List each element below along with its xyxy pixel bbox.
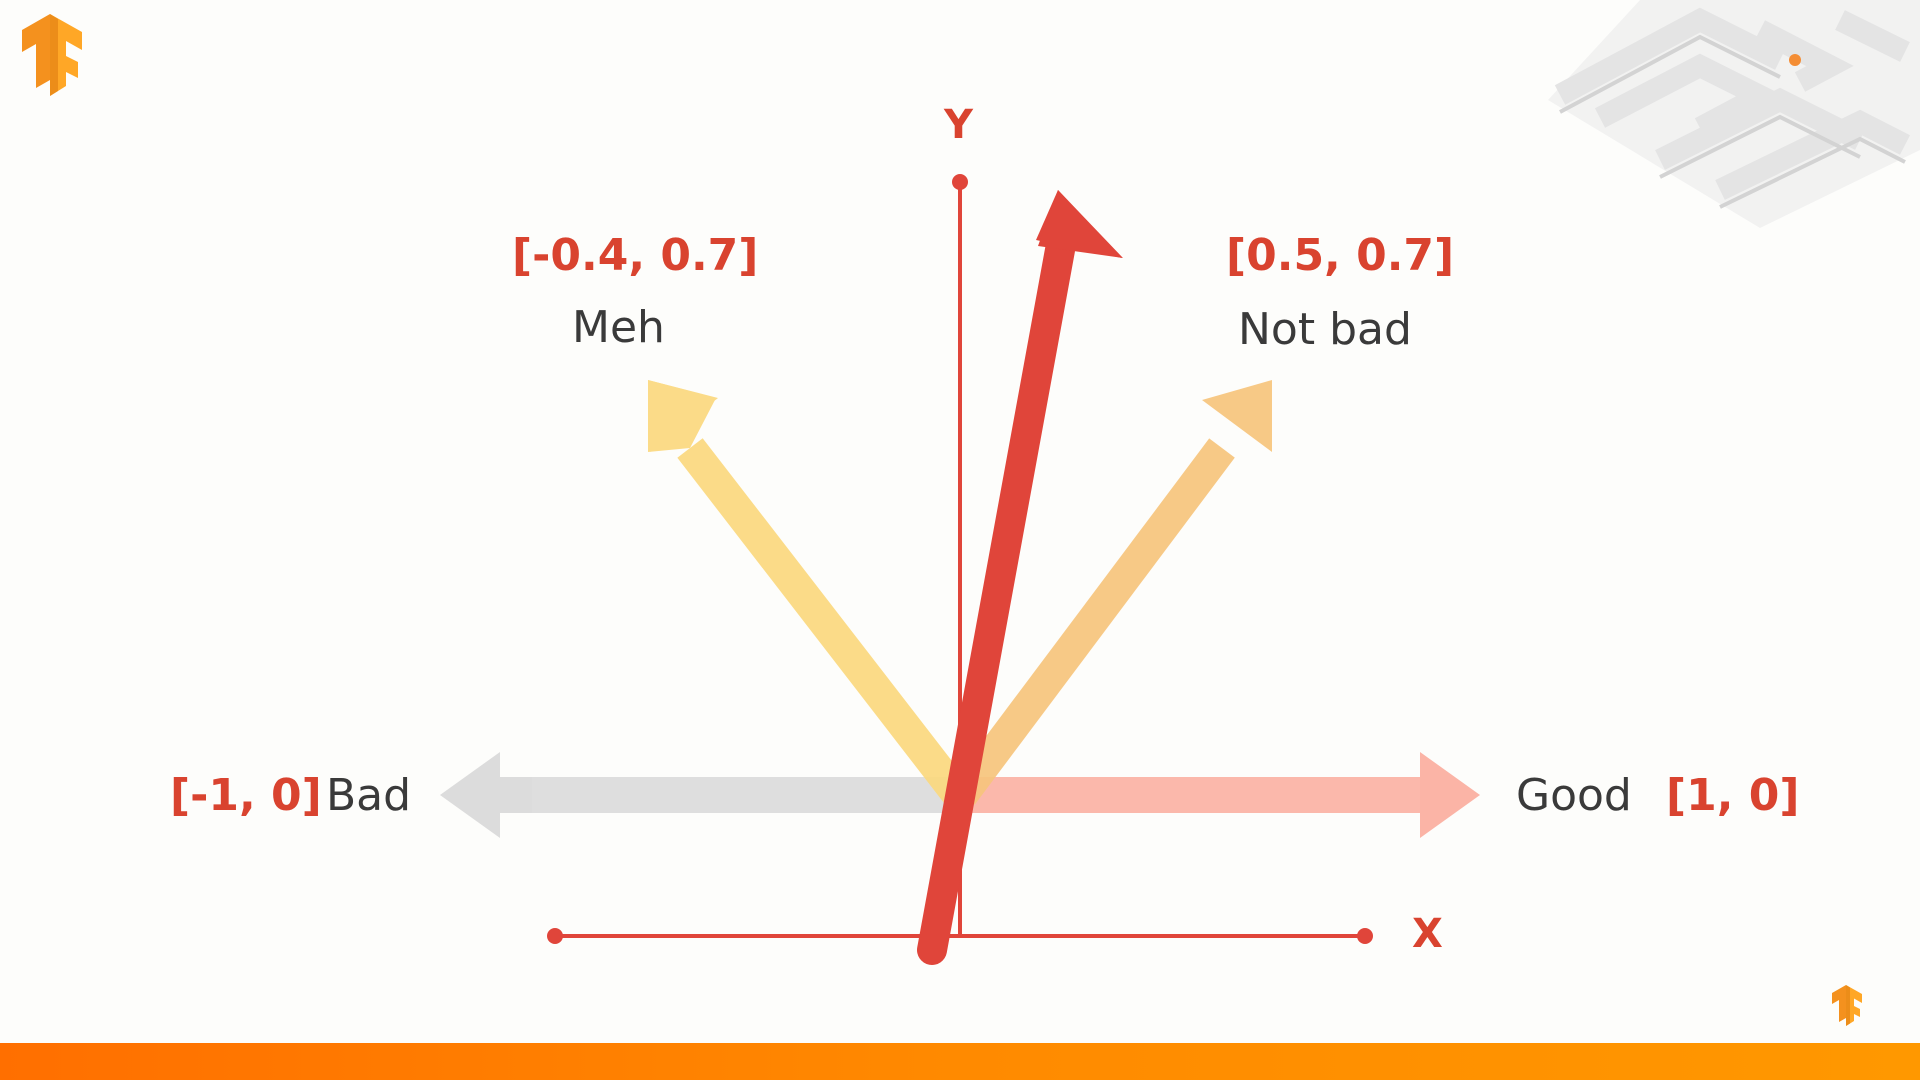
maze-decoration: [1548, 0, 1920, 228]
meh-coords: [-0.4, 0.7]: [512, 230, 759, 281]
bad-coords: [-1, 0]: [170, 770, 322, 821]
good-label: Good: [1516, 770, 1632, 821]
tensorflow-logo: [22, 14, 82, 96]
brand-footer-bar: [0, 1043, 1920, 1080]
tensorflow-logo-small: [1832, 985, 1862, 1026]
x-axis-label: X: [1412, 911, 1443, 957]
good-vector-arrow: [960, 752, 1480, 838]
bad-vector-arrow: [440, 752, 960, 838]
bad-label: Bad: [326, 770, 412, 821]
good-coords: [1, 0]: [1666, 770, 1800, 821]
not-bad-coords: [0.5, 0.7]: [1226, 230, 1455, 281]
maze-dot: [1789, 54, 1801, 66]
not-bad-label: Not bad: [1238, 304, 1412, 355]
meh-label: Meh: [572, 302, 665, 353]
y-axis-label: Y: [944, 102, 973, 148]
not-bad-vector-arrow: [949, 380, 1272, 805]
result-vector-arrow: [917, 190, 1123, 965]
meh-vector-arrow: [648, 380, 971, 805]
